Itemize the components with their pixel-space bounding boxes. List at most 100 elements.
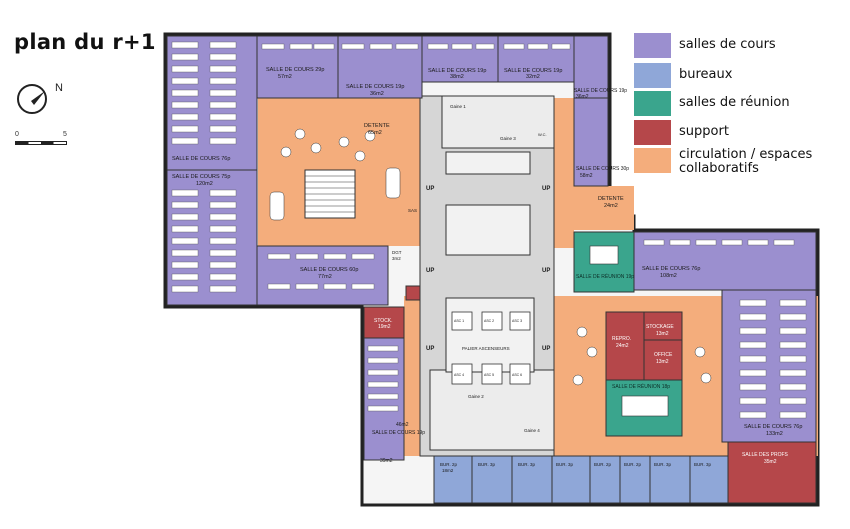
- legend-label-office: bureaux: [679, 67, 733, 82]
- label-cours-30p-area: 58m2: [580, 173, 593, 179]
- legend-item-circulation: circulation / espaces collaboratifs: [634, 148, 849, 182]
- label-asc-2: ASC 2: [484, 319, 494, 323]
- label-cours-19p-c-area: 32m2: [526, 74, 540, 80]
- label-asc-1: ASC 1: [454, 319, 464, 323]
- circulation-detente-b: [574, 186, 634, 230]
- legend-item-meeting: salles de réunion: [634, 90, 790, 116]
- label-sas: SAS: [408, 208, 417, 213]
- label-detente-a: DETENTE: [364, 123, 390, 129]
- shaft-a: [445, 204, 531, 256]
- elevator-lobby: [445, 297, 535, 373]
- label-cours-76p-b-area: 108m2: [660, 273, 677, 279]
- label-stock: STOCK.: [374, 318, 393, 324]
- legend-item-support: support: [634, 119, 729, 145]
- legend-label-circulation: circulation / espaces collaboratifs: [679, 147, 813, 176]
- label-cours-19p-d: SALLE DE COURS 19p: [574, 88, 627, 94]
- meeting-table-18p: [621, 395, 669, 417]
- label-up-6: UP: [542, 346, 550, 352]
- label-profs: SALLE DES PROFS: [742, 452, 789, 458]
- label-bur-1: BUR. 2p: [440, 462, 458, 467]
- room-cours-19p-c: [497, 35, 575, 83]
- label-asc-6: ASC 6: [512, 373, 522, 377]
- legend-item-classroom: salles de cours: [634, 32, 776, 58]
- scale-end: 5: [63, 131, 67, 138]
- label-cours-19p-b-area: 38m2: [450, 74, 464, 80]
- label-cours-19p-e: SALLE DE COURS 19p: [372, 430, 425, 436]
- room-cours-30p: [573, 97, 609, 187]
- label-gaine-4: Gaine 4: [524, 428, 540, 433]
- core-top: [441, 95, 555, 149]
- label-detente-b-area: 24m2: [604, 203, 618, 209]
- room-repro: [605, 311, 645, 381]
- label-gaine-1: Gaine 1: [450, 104, 466, 109]
- label-cours-76p-b: SALLE DE COURS 76p: [642, 266, 700, 272]
- legend-swatch-support: [634, 119, 671, 145]
- legend-label-support: support: [679, 124, 729, 139]
- legend-label-classroom: salles de cours: [679, 37, 776, 52]
- label-detente-a-area: 65m2: [368, 130, 382, 136]
- label-palier: PALIER ASCENSEURS: [462, 346, 510, 351]
- room-cours-19p-d: [573, 35, 609, 99]
- label-cours-29p: SALLE DE COURS 29p: [266, 67, 324, 73]
- label-up-5: UP: [426, 346, 434, 352]
- circulation-east-north: [552, 98, 574, 248]
- label-up-2: UP: [542, 186, 550, 192]
- label-cours-76p-c-area: 133m2: [766, 431, 783, 437]
- label-cours-60p-area: 77m2: [318, 274, 332, 280]
- legend-swatch-office: [634, 62, 671, 88]
- room-cours-76p-c: [721, 289, 817, 443]
- room-stockage: [643, 311, 683, 341]
- legend-item-office: bureaux: [634, 62, 732, 88]
- label-cours-75p-area: 120m2: [196, 181, 213, 187]
- label-reunion-18p: SALLE DE RÉUNION 18p: [612, 383, 670, 390]
- label-bur-6: BUR. 2p: [624, 462, 642, 467]
- label-asc-4: ASC 4: [454, 373, 464, 377]
- scale-start: 0: [15, 131, 19, 138]
- elevator-cabins: [451, 311, 531, 385]
- lounge-seating: [269, 128, 712, 386]
- label-gaine-2: Gaine 2: [468, 394, 484, 399]
- label-bur-7: BUR. 3p: [654, 462, 672, 467]
- label-bur-5: BUR. 2p: [594, 462, 612, 467]
- shaft-b: [445, 151, 531, 175]
- label-up-1: UP: [426, 186, 434, 192]
- label-dgt: DGT: [392, 250, 402, 255]
- office-row: [433, 455, 729, 504]
- legend-swatch-meeting: [634, 90, 671, 116]
- label-cours-left-area: 46m2: [396, 422, 409, 428]
- stair-treads: [305, 175, 355, 213]
- label-cours-29p-area: 57m2: [278, 74, 292, 80]
- room-cours-19p-b: [421, 35, 499, 83]
- label-cours-30p: SALLE DE COURS 30p: [576, 166, 629, 172]
- label-cours-76p-a: SALLE DE COURS 76p: [172, 156, 230, 162]
- label-bur-3: BUR. 3p: [518, 462, 536, 467]
- label-office-area: 13m2: [656, 359, 669, 365]
- label-stockage: STOCKAGE: [646, 324, 674, 330]
- meeting-table-19p: [589, 245, 619, 265]
- label-cours-19p-a-area: 36m2: [370, 91, 384, 97]
- label-up-4: UP: [542, 268, 550, 274]
- label-bur-4: BUR. 3p: [556, 462, 574, 467]
- label-profs-area: 35m2: [764, 459, 777, 465]
- legend-swatch-circulation: [634, 148, 671, 173]
- label-cours-75p: SALLE DE COURS 75p: [172, 174, 230, 180]
- scale-bar: [15, 141, 67, 145]
- desk-rows: [171, 41, 807, 419]
- room-stock: [363, 306, 405, 339]
- north-label: N: [55, 82, 63, 94]
- label-stock-area: 19m2: [378, 324, 391, 330]
- label-cours-19p-b: SALLE DE COURS 19p: [428, 68, 486, 74]
- label-dgt-area: 3m2: [392, 256, 401, 261]
- label-bur-1-area: 18m2: [442, 468, 454, 473]
- label-cours-19p-d-area: 36m2: [576, 94, 589, 100]
- room-profs: [727, 441, 817, 504]
- label-repro: REPRO.: [612, 336, 631, 342]
- label-bur-8: BUR. 3p: [694, 462, 712, 467]
- label-detente-b: DETENTE: [598, 196, 624, 202]
- label-gaine-3: Gaine 3: [500, 136, 516, 141]
- label-asc-3: ASC 3: [512, 319, 522, 323]
- room-sas-a: [405, 285, 421, 301]
- legend-label-meeting: salles de réunion: [679, 95, 790, 110]
- label-cours-19p-e-area: 39m2: [380, 458, 393, 464]
